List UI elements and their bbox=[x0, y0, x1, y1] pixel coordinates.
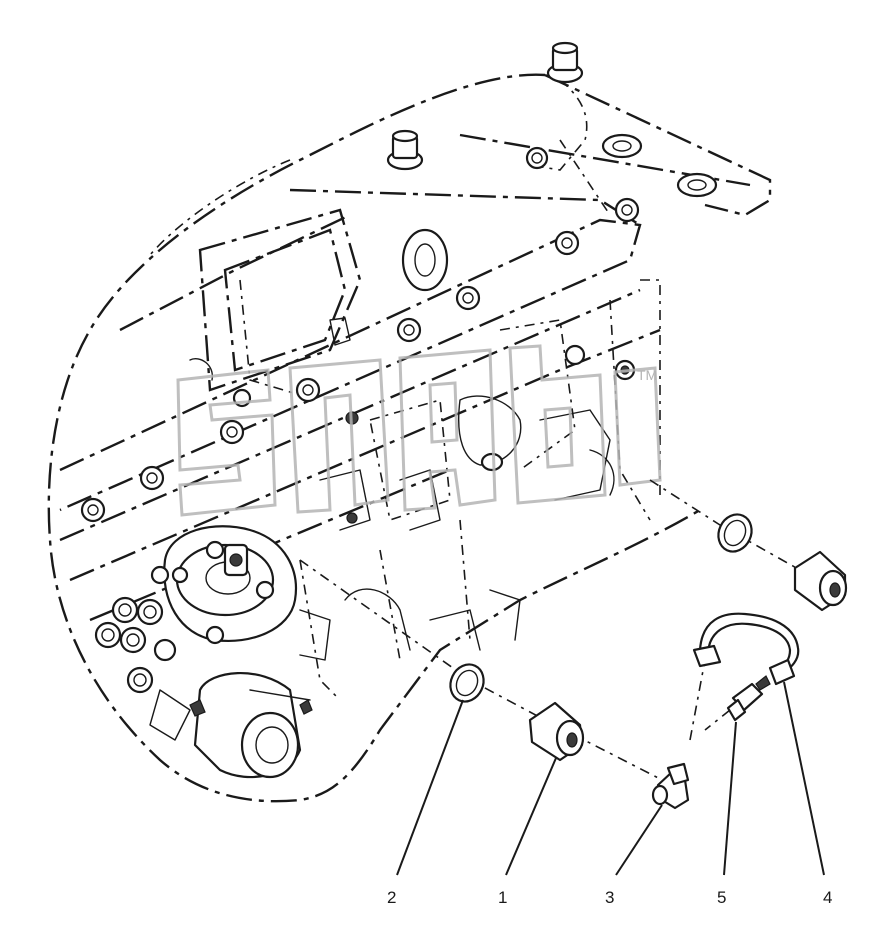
port-boss bbox=[401, 228, 449, 292]
part-2-o-ring bbox=[449, 663, 485, 703]
bolt-upper-left bbox=[386, 129, 424, 171]
part-o-ring-upper bbox=[717, 513, 753, 553]
callout-2: 2 bbox=[387, 888, 396, 907]
callout-numbers: 2 1 3 5 4 bbox=[387, 888, 832, 907]
callout-1: 1 bbox=[498, 888, 507, 907]
callout-4: 4 bbox=[823, 888, 832, 907]
callout-leaders bbox=[396, 681, 825, 876]
watermark-tm: TM bbox=[637, 367, 657, 383]
housing-bolts bbox=[80, 41, 718, 523]
injector-fittings bbox=[94, 565, 225, 694]
bolt-row bbox=[80, 146, 640, 523]
engine-details bbox=[189, 317, 615, 651]
leader-5 bbox=[723, 721, 737, 876]
part-5-connector bbox=[726, 675, 771, 722]
washer-a bbox=[601, 133, 643, 159]
leader-4 bbox=[783, 681, 825, 876]
callout-5: 5 bbox=[717, 888, 726, 907]
part-1-plug bbox=[528, 701, 585, 762]
washer-b bbox=[676, 172, 718, 198]
part-plug-upper bbox=[793, 550, 848, 612]
engine-housing-outline bbox=[47, 73, 772, 803]
leader-2 bbox=[396, 699, 464, 876]
pump-assembly bbox=[94, 525, 331, 779]
leader-1 bbox=[505, 757, 557, 876]
watermark-logo: TM bbox=[176, 344, 662, 517]
leader-3 bbox=[615, 804, 663, 876]
part-4-pipe bbox=[692, 612, 800, 686]
part-3-elbow-fitting bbox=[651, 762, 690, 810]
bolt-top bbox=[546, 41, 584, 84]
callout-3: 3 bbox=[605, 888, 614, 907]
